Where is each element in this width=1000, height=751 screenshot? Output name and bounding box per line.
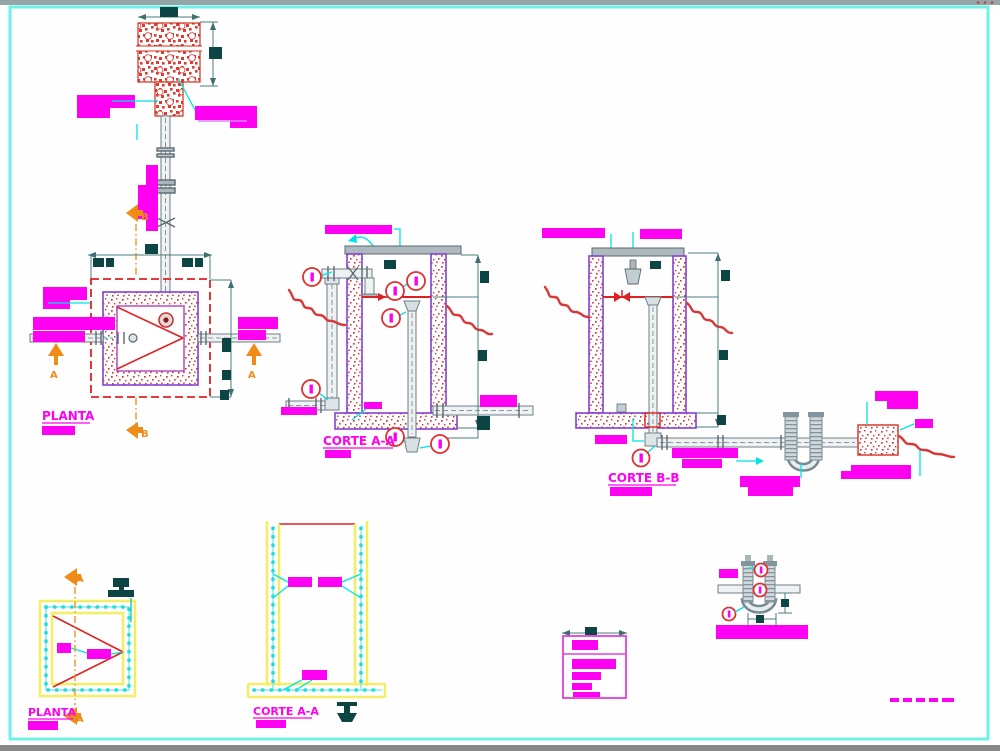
redacted-label xyxy=(542,228,605,238)
redacted-label xyxy=(640,229,682,239)
view-title: CORTE A-A xyxy=(323,434,396,448)
right-wall xyxy=(430,253,447,414)
view-title: PLANTA xyxy=(28,706,76,719)
inlet-drop xyxy=(364,277,375,297)
bell-outlet xyxy=(403,437,421,453)
svg-text:A: A xyxy=(248,370,256,381)
section-marker-a-bottom: A xyxy=(64,707,84,725)
cover-slab xyxy=(591,247,685,257)
view-title: PLANTA xyxy=(42,409,95,423)
valve-symbol xyxy=(337,702,357,722)
dim-text-block xyxy=(160,7,178,17)
redacted-label xyxy=(325,225,392,234)
view-inlet-riser: B xyxy=(77,7,257,315)
cover-slab xyxy=(344,245,462,255)
view-corte-aa: CORTE A-A xyxy=(281,225,534,458)
legend-line xyxy=(572,659,616,669)
scale-bar xyxy=(610,487,652,496)
section-marker-b-top: B xyxy=(126,204,149,277)
redacted-labels xyxy=(77,77,257,231)
redacted-label xyxy=(87,649,111,659)
redacted-label xyxy=(57,643,71,653)
section-marker-b-bottom: B xyxy=(126,398,149,440)
legend-line xyxy=(573,692,600,697)
scale-bar xyxy=(256,720,286,728)
scale-bar xyxy=(42,426,75,435)
inlet-pipe-top xyxy=(321,268,373,279)
detail-title-bar xyxy=(716,625,808,639)
valve-symbol xyxy=(108,578,134,597)
drain-trap xyxy=(783,412,824,472)
view-drain-trap-detail xyxy=(716,555,954,702)
view-planta-rebar: A A PLANTA xyxy=(28,568,137,730)
left-wall xyxy=(588,255,604,414)
svg-text:A: A xyxy=(50,370,58,381)
bottom-strip xyxy=(0,745,1000,751)
svg-text:A: A xyxy=(76,714,84,725)
scale-bar xyxy=(325,450,351,458)
view-planta-top: A A B PLANTA xyxy=(29,244,281,440)
legend-title-bar xyxy=(572,640,598,650)
outer-formwork xyxy=(38,599,137,698)
redacted-label xyxy=(480,395,517,407)
view-corte-aa-rebar: CORTE A-A xyxy=(246,521,387,728)
redacted-label xyxy=(719,569,738,578)
view-corte-bb: CORTE B-B xyxy=(542,228,956,496)
section-letter: B xyxy=(141,212,149,223)
concrete-stem xyxy=(154,81,184,117)
legend-line xyxy=(572,683,592,690)
top-strip xyxy=(0,0,1000,5)
section-marker-a-left: A xyxy=(48,343,64,381)
view-title: CORTE B-B xyxy=(608,471,680,485)
redacted-label xyxy=(281,407,317,415)
inner-formwork xyxy=(50,611,125,686)
side-pipe-right xyxy=(774,584,801,594)
bottom-slab xyxy=(575,412,697,429)
callout-bubbles xyxy=(721,562,769,622)
redacted-label xyxy=(288,577,312,587)
concrete-pedestal xyxy=(137,22,201,83)
redacted-label xyxy=(364,402,382,409)
dim-text-block xyxy=(209,47,222,59)
inlet-fitting xyxy=(624,268,642,285)
scale-bar xyxy=(28,721,58,730)
svg-text:B: B xyxy=(141,429,149,440)
side-pipe-left xyxy=(717,584,744,594)
redacted-label xyxy=(302,670,327,680)
redacted-labels xyxy=(595,391,933,496)
formwork-lines xyxy=(246,521,387,699)
riser-valve-left xyxy=(742,564,754,603)
redacted-label xyxy=(318,577,342,587)
legend-box xyxy=(562,627,627,699)
anchor-block xyxy=(857,424,899,456)
callout-bubbles xyxy=(301,267,450,454)
view-title: CORTE A-A xyxy=(253,705,319,718)
rebar-plan xyxy=(44,605,131,692)
dashed-label-line xyxy=(890,698,954,702)
section-marker-a-top: A xyxy=(64,568,84,586)
right-wall xyxy=(672,255,687,414)
redacted-labels xyxy=(33,287,278,342)
svg-text:A: A xyxy=(76,574,84,585)
pipe-couplings xyxy=(155,147,176,228)
section-marker-a-right: A xyxy=(246,343,262,381)
legend-line xyxy=(572,672,601,680)
